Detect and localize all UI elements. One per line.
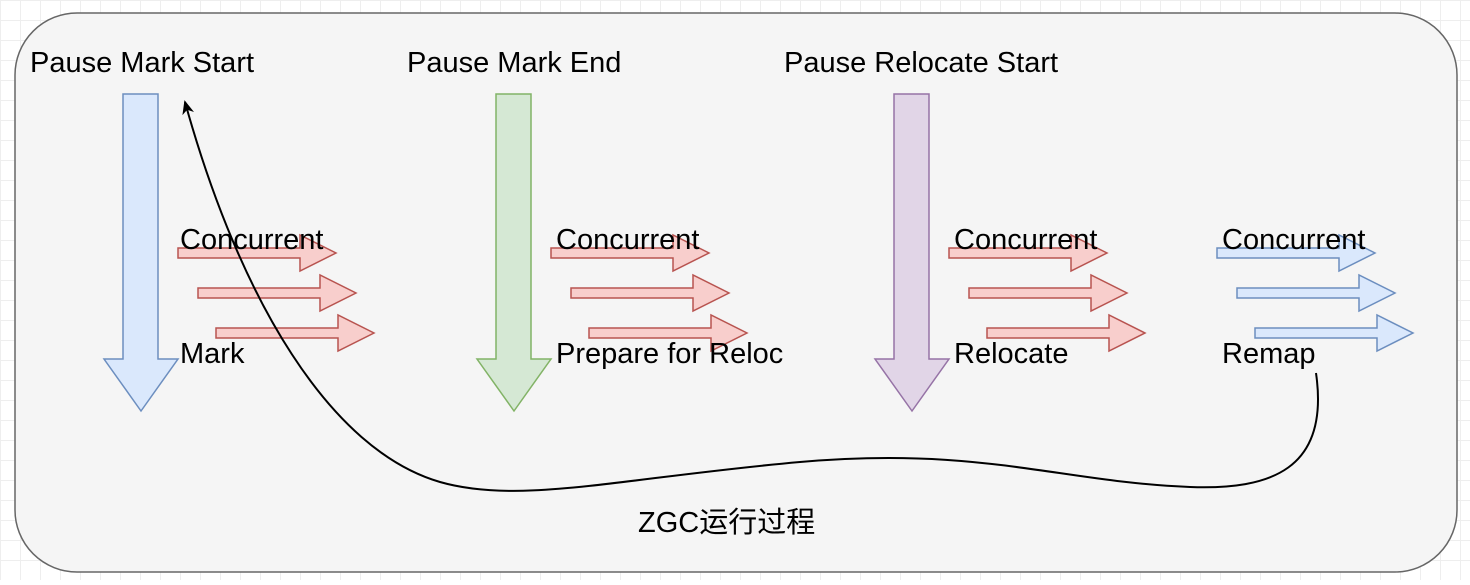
label-concurrent-prepare: Concurrent Prepare for Reloc xyxy=(556,145,783,449)
label-pause-relocate-start: Pause Relocate Start xyxy=(784,47,1059,79)
concurrent-remap-arrow-1 xyxy=(1216,233,1377,273)
label-concurrent-relocate-line1: Concurrent xyxy=(954,224,1098,256)
label-concurrent-mark: Concurrent Mark xyxy=(180,145,323,449)
pause-mark-end-arrow xyxy=(475,93,553,413)
label-concurrent-relocate-line2: Relocate xyxy=(954,338,1069,370)
concurrent-prepare-arrow-1 xyxy=(550,233,711,273)
label-concurrent-remap-line2: Remap xyxy=(1222,338,1316,370)
label-concurrent-remap-line1: Concurrent xyxy=(1222,224,1366,256)
concurrent-remap-arrow-3 xyxy=(1254,313,1415,353)
label-concurrent-remap: Concurrent Remap xyxy=(1222,145,1365,449)
label-concurrent-prepare-line1: Concurrent xyxy=(556,224,700,256)
concurrent-prepare-arrow-3 xyxy=(588,313,749,353)
label-concurrent-prepare-line2: Prepare for Reloc xyxy=(556,338,784,370)
concurrent-relocate-arrow-2 xyxy=(968,273,1129,313)
pause-relocate-start-arrow xyxy=(873,93,951,413)
container-box xyxy=(14,12,1458,573)
label-pause-mark-end: Pause Mark End xyxy=(407,47,622,79)
concurrent-mark-arrow-1 xyxy=(177,233,338,273)
diagram-caption: ZGC运行过程 xyxy=(638,507,816,539)
concurrent-relocate-arrow-1 xyxy=(948,233,1109,273)
concurrent-mark-arrow-3 xyxy=(215,313,376,353)
concurrent-mark-arrow-2 xyxy=(197,273,358,313)
concurrent-relocate-arrow-3 xyxy=(986,313,1147,353)
pause-mark-start-arrow xyxy=(102,93,180,413)
concurrent-remap-arrow-2 xyxy=(1236,273,1397,313)
cycle-loop-arrow xyxy=(182,100,1319,492)
label-concurrent-relocate: Concurrent Relocate xyxy=(954,145,1097,449)
label-pause-mark-start: Pause Mark Start xyxy=(30,47,255,79)
label-concurrent-mark-line2: Mark xyxy=(180,338,245,370)
concurrent-prepare-arrow-2 xyxy=(570,273,731,313)
label-concurrent-mark-line1: Concurrent xyxy=(180,224,324,256)
